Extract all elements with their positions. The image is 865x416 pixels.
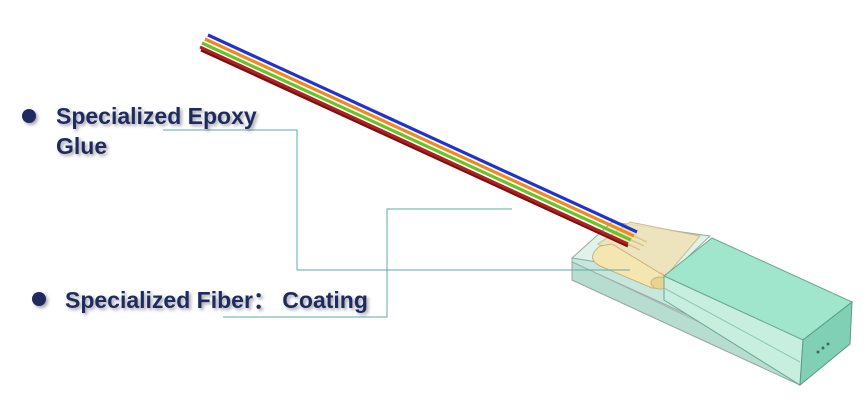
fiber-hole [826,342,830,346]
fiber-tip [630,239,645,247]
fiber-shadow [200,48,629,248]
fiber-orange [204,37,635,238]
bullet-dot [32,292,46,306]
ferrule-edge [663,287,801,363]
fiber-blue [207,33,638,234]
fiber-leader-line [223,208,512,318]
ferrule-end [799,300,853,387]
fiber-red [199,45,629,246]
leader-lines [163,129,630,318]
epoxy-glue-label: Specialized Epoxy Glue [56,101,257,161]
fiber-coating-label: Specialized Fiber： Coating [65,287,368,313]
bullet-dot [22,109,36,123]
fiber-tip [627,243,641,251]
epoxy-glue-label-line1: Specialized Epoxy [56,103,257,129]
ferrule-block [663,237,853,387]
fiber-ribbon [199,33,648,251]
fiber-hole [816,350,820,354]
fiber-hole [821,346,825,350]
epoxy-leader-line [163,129,630,271]
fiber-green [201,41,632,242]
fiber-tip [633,235,648,243]
epoxy-glue-label-line2: Glue [56,133,108,159]
